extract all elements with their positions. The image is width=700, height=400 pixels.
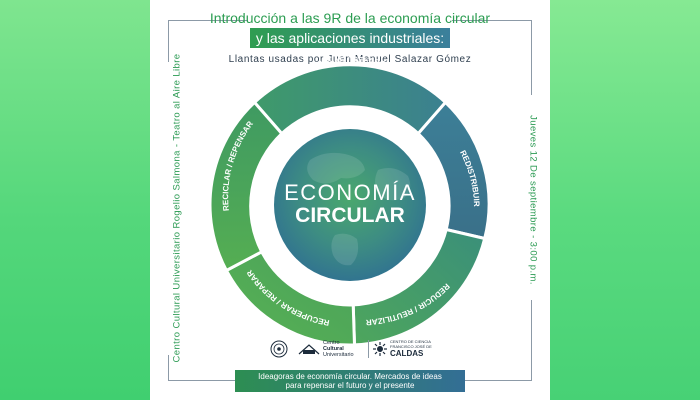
seal-icon	[270, 340, 288, 358]
background-right-panel	[550, 0, 700, 400]
segment-reciclar	[208, 100, 284, 273]
bottom-banner-line-1: Ideagoras de economía circular. Mercados…	[258, 372, 442, 381]
frame-top-left	[168, 20, 248, 21]
caldas-logo-small-2: FRANCISCO JOSÉ DE	[390, 343, 432, 349]
frame-left-bottom	[168, 355, 169, 380]
caldas-science-center-logo: CENTRO DE CIENCIA FRANCISCO JOSÉ DE CALD…	[368, 339, 432, 358]
bottom-banner-line-2: para repensar el futuro y el presente	[285, 381, 415, 390]
center-globe	[274, 129, 426, 281]
caldas-logo-small-1: CENTRO DE CIENCIA	[390, 339, 431, 344]
center-title-line-2: CIRCULAR	[295, 204, 405, 227]
event-poster: Introducción a las 9R de la economía cir…	[150, 0, 550, 400]
frame-top-right	[452, 20, 532, 21]
building-icon	[298, 344, 320, 355]
frame-right-top	[531, 20, 532, 95]
cultural-center-logo: Centro Cultural Universitario	[298, 340, 354, 358]
background-left-panel	[0, 0, 150, 400]
caldas-logo-big: CALDAS	[390, 349, 424, 358]
sun-icon	[373, 342, 387, 356]
continent-shapes	[307, 152, 411, 266]
cultural-logo-text-2: Cultural	[323, 346, 344, 352]
frame-right-bottom	[531, 300, 532, 380]
center-title-line-1: ECONOMÍA	[284, 180, 416, 205]
frame-left-top	[168, 20, 169, 62]
poster-title-line-2: y las aplicaciones industriales:	[250, 28, 450, 48]
frame-bottom-right	[465, 380, 532, 381]
cultural-logo-text-1: Centro	[323, 340, 340, 346]
circular-economy-diagram: ECONOMÍA CIRCULAR REDISEÑAR / REFABRICAR…	[208, 55, 491, 347]
cultural-logo-text-3: Universitario	[323, 352, 354, 358]
poster-subtitle: Llantas usadas por Juan Manuel Salazar G…	[228, 54, 472, 65]
sponsor-logos: Centro Cultural Universitario CENTRO DE …	[270, 339, 460, 358]
frame-bottom-left	[168, 380, 235, 381]
university-seal-logo	[270, 340, 288, 358]
poster-title-line-1: Introducción a las 9R de la economía cir…	[209, 10, 491, 26]
bottom-banner: Ideagoras de economía circular. Mercados…	[235, 370, 465, 392]
